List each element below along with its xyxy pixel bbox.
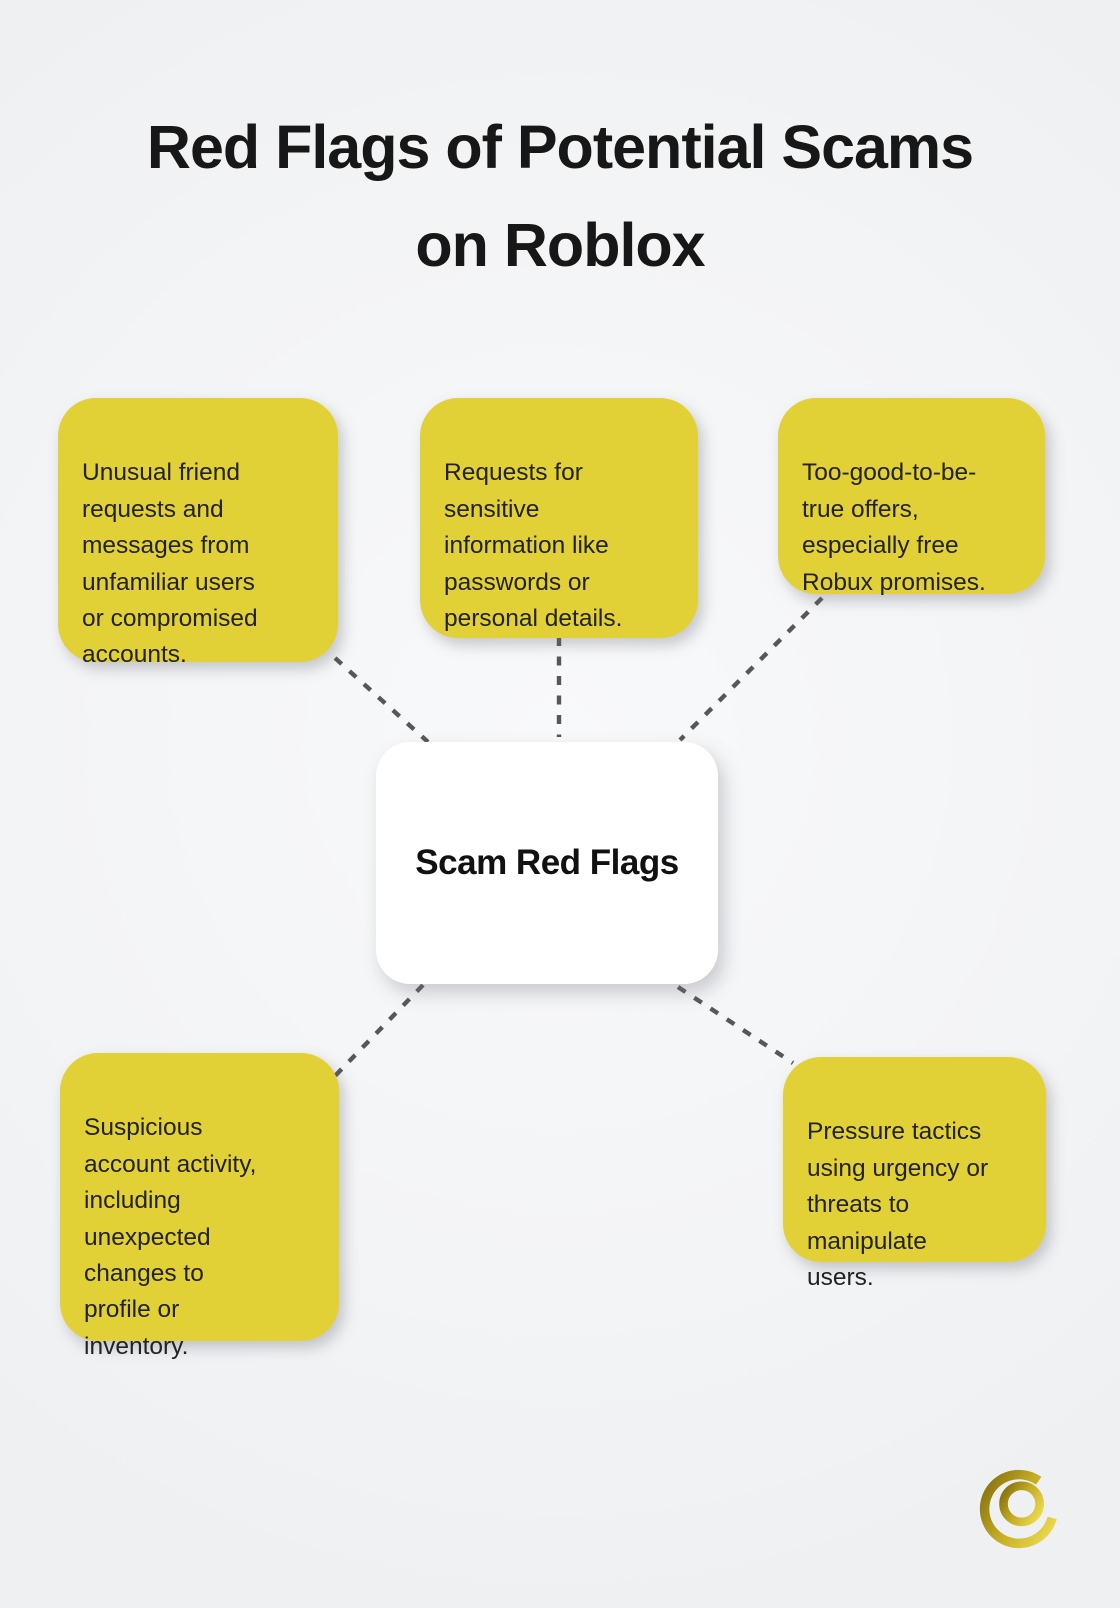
flag-box-pressure-tactics: Pressure tactics using urgency or threat… [783,1057,1046,1291]
cq-monogram-icon [979,1469,1057,1549]
page-title: Red Flags of Potential Scams on Roblox [146,113,974,279]
flag-box-unusual-friend-requests: Unusual friend requests and messages fro… [58,398,338,668]
connector-line-top-right [678,596,824,742]
flag-text: Suspicious account activity, including u… [84,1114,257,1360]
connector-line-bottom-right [676,985,795,1065]
center-node: Scam Red Flags [376,742,718,984]
flag-text: Pressure tactics using urgency or threat… [807,1118,989,1292]
flag-text: Requests for sensitive information like … [444,459,623,633]
flag-text: Too-good-to-be- true offers, especially … [802,459,986,596]
brand-logo [976,1466,1062,1552]
flag-box-suspicious-account-activity: Suspicious account activity, including u… [60,1053,339,1360]
connector-line-top-left [333,656,430,744]
center-node-label: Scam Red Flags [415,843,679,882]
flag-box-sensitive-information-requests: Requests for sensitive information like … [420,398,698,638]
flag-text: Unusual friend requests and messages fro… [82,459,258,669]
connector-line-bottom-left [331,983,425,1080]
flag-box-too-good-to-be-true-offers: Too-good-to-be- true offers, especially … [778,398,1045,596]
